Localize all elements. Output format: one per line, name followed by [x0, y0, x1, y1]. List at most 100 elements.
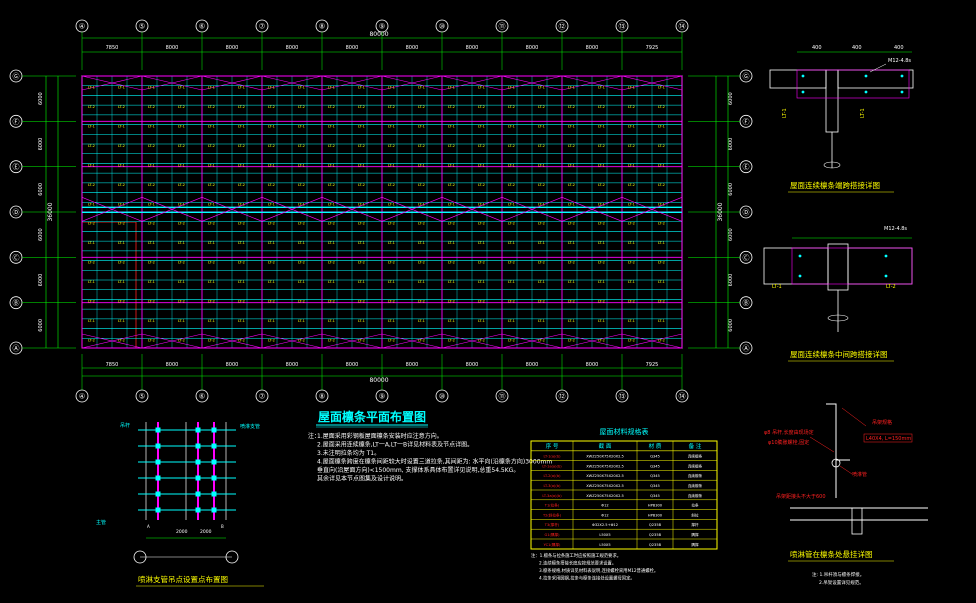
purlin-label: LT-1 [628, 86, 635, 90]
axis-label-right: Ⓒ [743, 254, 750, 262]
purlin-label: LT-1 [598, 163, 605, 167]
purlin-label: LT-1 [328, 125, 335, 129]
d4-tag-1: 吊杆 [120, 422, 130, 429]
table-cell: LT-1a(a)(b) [542, 464, 562, 468]
table-cell: 连续檩条 [688, 454, 703, 459]
purlin-label: LT-1 [178, 319, 185, 323]
span-dimension-top: 8000 [346, 45, 359, 51]
purlin-label: LT-2 [448, 183, 455, 187]
purlin-label: LT-2 [328, 183, 335, 187]
d1-bolt [900, 90, 904, 94]
purlin-label: LT-2 [298, 222, 305, 226]
detail-sprinkler-hanger: 吊架规格 L40X4, L=150mm φ8 吊杆,长度由现场定 φ10膨胀螺栓… [764, 403, 928, 586]
purlin-label: LT-1 [358, 163, 365, 167]
d1-bolt [900, 74, 904, 78]
d3-pipe [831, 458, 841, 468]
purlin-label: LT-2 [178, 144, 185, 148]
purlin-label: LT-2 [88, 261, 95, 265]
purlin-label: LT-2 [238, 105, 245, 109]
d1-bolt [801, 74, 805, 78]
table-cell: Q345 [650, 464, 660, 468]
table-cell: Q345 [650, 484, 660, 488]
purlin-label: LT-2 [418, 144, 425, 148]
purlin-label: LT-2 [268, 183, 275, 187]
purlin-label: LT-2 [298, 105, 305, 109]
purlin-label: LT-2 [478, 144, 485, 148]
purlin-label: LT-2 [418, 338, 425, 342]
bracing-line [501, 333, 563, 349]
bracing-line [561, 333, 623, 349]
purlin-label: LT-1 [568, 241, 575, 245]
row-span-right: 6000 [728, 138, 734, 151]
purlin-label: LT-2 [478, 222, 485, 226]
d1-cleat [796, 69, 910, 99]
table-cell: Φ12 [601, 504, 608, 508]
table-cell: T1(拉条) [544, 503, 560, 508]
d3-note-8: 2.吊架设置详见规范。 [819, 579, 864, 586]
axis-label-left: Ⓒ [13, 254, 20, 262]
purlin-label: LT-1 [478, 163, 485, 167]
purlin-label: LT-1 [658, 202, 665, 206]
purlin-label: LT-2 [538, 105, 545, 109]
d4-hanger-point [211, 427, 217, 433]
table-cell: Q345 [650, 494, 660, 498]
general-notes: 注： 1.屋面采用彩钢板屋面檩条安装时应注意方向。2.屋面采用连续檩条,LT一A… [308, 432, 552, 483]
d2-lt-left: LT-1 [772, 284, 782, 290]
purlin-label: LT-1 [118, 163, 125, 167]
purlin-label: LT-1 [418, 280, 425, 284]
purlin-label: LT-1 [208, 241, 215, 245]
span-dimension-top: 8000 [226, 45, 239, 51]
bracing-line [141, 197, 203, 222]
purlin-label: LT-1 [118, 280, 125, 284]
purlin-label: LT-2 [298, 299, 305, 303]
purlin-label: LT-1 [598, 125, 605, 129]
bracing-line [621, 197, 683, 222]
purlin-label: LT-2 [208, 338, 215, 342]
purlin-label: LT-1 [328, 241, 335, 245]
span-dimension-top: 8000 [526, 45, 539, 51]
d3-beam-web [851, 507, 863, 535]
d4-hanger-point [211, 475, 217, 481]
row-span-right: 6000 [728, 228, 734, 241]
purlin-label: LT-2 [298, 338, 305, 342]
purlin-label: LT-2 [508, 261, 515, 265]
purlin-label: LT-2 [568, 261, 575, 265]
d4-hanger-point [195, 459, 201, 465]
purlin-label: LT-2 [298, 261, 305, 265]
note-line: 其余详见本节点图集及设计说明。 [317, 475, 407, 483]
bracing-line [561, 197, 623, 222]
d2-title: 屋面连续檩条中间跨搭接详图 [790, 349, 888, 359]
purlin-label: LT-1 [568, 319, 575, 323]
axis-label-top: ⑧ [319, 23, 325, 31]
row-span-left: 6000 [38, 92, 44, 105]
purlin-label: LT-2 [88, 222, 95, 226]
d1-bolt [864, 74, 868, 78]
d3-note-3: φ8 吊杆,长度由现场定 [764, 429, 814, 436]
table-cell: 连续檩条 [688, 473, 703, 478]
purlin-label: LT-2 [658, 105, 665, 109]
purlin-label: LT-1 [448, 125, 455, 129]
purlin-label: LT-1 [328, 86, 335, 90]
table-note: 注：1.檩条与拉条施工时应按照施工规范要求。 [531, 552, 621, 559]
purlin-label: LT-1 [388, 280, 395, 284]
table-title: 屋面材料规格表 [600, 427, 649, 436]
purlin-label: LT-2 [598, 105, 605, 109]
plan-total-length-top: 80000 [369, 31, 388, 38]
axis-label-left: Ⓖ [13, 73, 20, 81]
purlin-label: LT-1 [178, 241, 185, 245]
span-dimension-bottom: 7925 [646, 362, 659, 368]
purlin-label: LT-1 [628, 241, 635, 245]
purlin-label: LT-1 [478, 86, 485, 90]
d3-note-5: 喷淋管 [852, 471, 867, 478]
table-cell: LT-3(a)(b) [543, 484, 561, 488]
d4-hanger-point [155, 507, 161, 513]
purlin-label: LT-2 [328, 144, 335, 148]
d1-bolt-note: M12-4.8s [888, 58, 911, 64]
bracing-line [261, 75, 323, 91]
purlin-label: LT-1 [88, 202, 95, 206]
purlin-label: LT-1 [208, 319, 215, 323]
purlin-label: LT-1 [508, 319, 515, 323]
d3-leader [809, 436, 835, 453]
